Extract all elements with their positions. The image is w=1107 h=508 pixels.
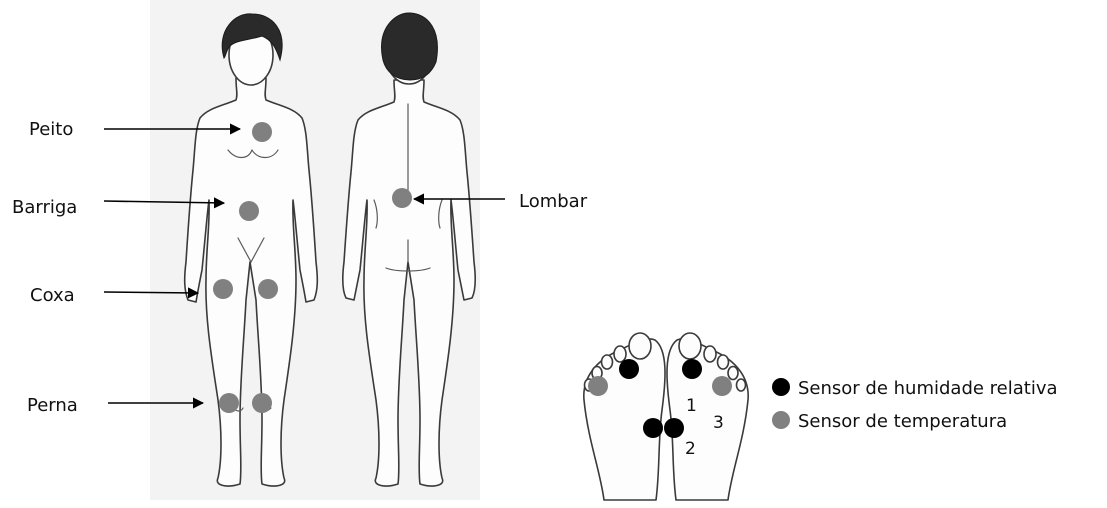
legend: Sensor de humidade relativa Sensor de te…	[772, 378, 1058, 432]
label-coxa: Coxa	[30, 285, 75, 306]
temperature-sensor-leg-right	[219, 393, 239, 413]
label-barriga: Barriga	[12, 197, 77, 218]
right-toe-4	[728, 367, 738, 380]
temperature-sensor-thigh-left	[258, 279, 278, 299]
legend-temperature-label: Sensor de temperatura	[798, 411, 1007, 432]
temperature-sensor-right-foot	[712, 376, 732, 396]
legend-humidity-marker	[772, 378, 790, 396]
legend-humidity-label: Sensor de humidade relativa	[798, 378, 1058, 399]
left-toe-2	[614, 346, 626, 362]
temperature-sensor-leg-left	[252, 393, 272, 413]
humidity-sensor-left-arch	[643, 418, 663, 438]
legend-temperature-marker	[772, 411, 790, 429]
temperature-sensor-left-foot	[588, 376, 608, 396]
humidity-sensor-right-arch	[664, 418, 684, 438]
right-toe-2	[704, 346, 716, 362]
right-big-toe	[679, 333, 701, 359]
humidity-sensor-left-toe	[619, 359, 639, 379]
temperature-sensor-belly	[239, 201, 259, 221]
arrow-coxa	[104, 292, 198, 293]
temperature-sensor-chest	[252, 122, 272, 142]
foot-number-2: 2	[685, 439, 696, 459]
label-perna: Perna	[27, 395, 78, 416]
foot-number-1: 1	[686, 396, 697, 416]
temperature-sensor-thigh-right	[213, 279, 233, 299]
temperature-sensor-lower-back	[392, 188, 412, 208]
label-peito: Peito	[29, 119, 73, 140]
foot-number-3: 3	[713, 413, 724, 433]
right-toe-3	[718, 355, 729, 369]
humidity-sensor-right-toe	[682, 359, 702, 379]
label-lombar: Lombar	[519, 191, 588, 212]
right-toe-5	[737, 379, 746, 391]
left-big-toe	[629, 333, 651, 359]
back-hair	[382, 13, 438, 80]
left-toe-3	[602, 355, 613, 369]
